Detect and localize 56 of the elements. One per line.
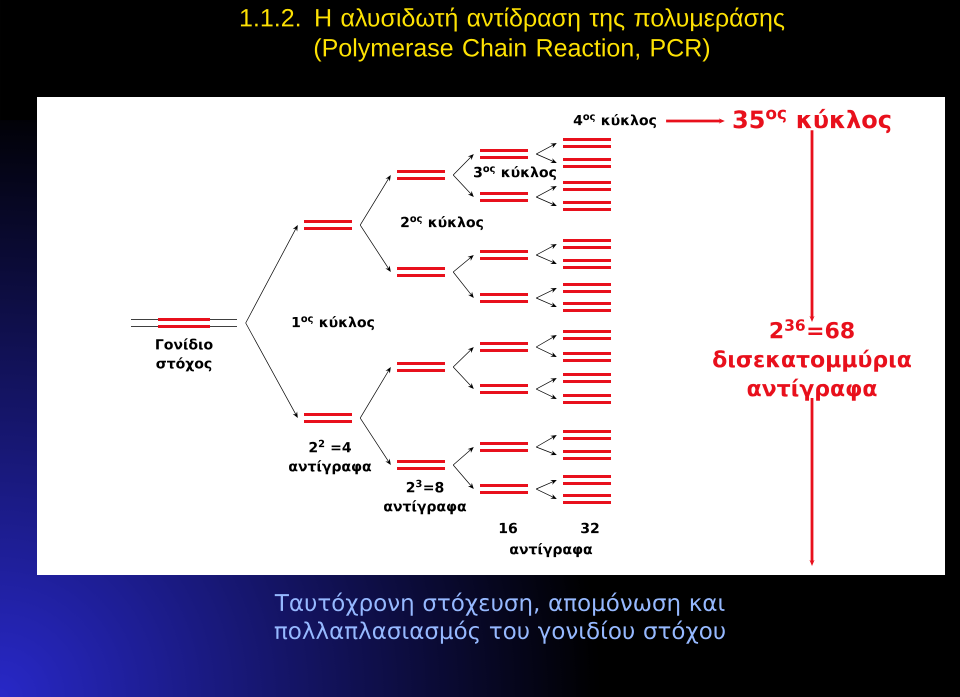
dna-copy <box>480 342 528 352</box>
dna-copy <box>563 430 611 440</box>
dna-copy <box>563 158 611 168</box>
cycle-label: 35$^{ος}$ κύκλος <box>734 108 890 134</box>
dna-copy <box>480 293 528 303</box>
dna-copy <box>563 394 611 404</box>
slide-title: 1.1.2. Η αλυσιδωτή αντίδραση της πολυμεράσης (Polymerase Chain Reaction, PCR) <box>240 8 784 62</box>
dna-copy <box>563 450 611 460</box>
arrow <box>452 464 474 489</box>
dna-copy <box>563 138 611 148</box>
dna-copy <box>563 283 611 293</box>
text-label: 3$^{ος}$ κύκλος <box>474 166 556 180</box>
arrow <box>360 175 391 226</box>
text-label: 2$^{2}$ =4 αντίγραφα <box>289 440 372 474</box>
dna-copy <box>563 352 611 362</box>
dna-copy <box>563 302 611 312</box>
dna-copy <box>480 384 528 394</box>
arrow <box>452 272 474 298</box>
text-label: αντίγραφα <box>510 542 592 558</box>
arrow <box>452 366 474 389</box>
dna-copy <box>397 460 445 470</box>
slide-caption: Ταυτόχρονη στόχευση, απομόνωση και πολλαπλασιασμός του γονιδίου στόχου <box>274 592 725 644</box>
arrow <box>360 418 391 465</box>
cycle-label: 4$^{ος}$ κύκλος <box>574 114 656 128</box>
arrow <box>360 224 391 272</box>
dna-copy <box>480 149 528 159</box>
dna-copy <box>563 330 611 340</box>
dna-copy <box>563 373 611 383</box>
dna-copy <box>480 484 528 494</box>
dna-copy <box>397 362 445 372</box>
dna-copy <box>563 494 611 504</box>
dna-copy <box>563 239 611 249</box>
text-label: 16 <box>500 522 517 534</box>
dna-copy <box>563 201 611 211</box>
dna-copy <box>563 475 611 485</box>
dna-copy <box>480 250 528 260</box>
arrow <box>245 225 298 324</box>
dna-copy <box>397 267 445 277</box>
dna-copy <box>397 170 445 180</box>
arrow <box>452 154 474 176</box>
dna-copy <box>563 181 611 191</box>
target-gene <box>130 318 238 328</box>
arrow <box>452 174 474 197</box>
dna-copy <box>480 442 528 452</box>
arrow <box>245 322 298 418</box>
dna-copy <box>480 192 528 202</box>
gene-label: Γονίδιο στόχος <box>156 338 213 372</box>
text-label: 32 <box>581 522 599 534</box>
copy-count: 2$^{36}$=68 δισεκατομμύρια αντίγραφα <box>713 319 911 401</box>
dna-copy <box>304 413 352 423</box>
arrow <box>360 367 391 418</box>
dna-copy <box>304 220 352 230</box>
text-label: 2$^{3}$=8 αντίγραφα <box>384 480 466 514</box>
text-label: 2$^{ος}$ κύκλος <box>401 216 483 230</box>
text-label: 1$^{ος}$ κύκλος <box>292 316 374 330</box>
dna-copy <box>563 259 611 269</box>
